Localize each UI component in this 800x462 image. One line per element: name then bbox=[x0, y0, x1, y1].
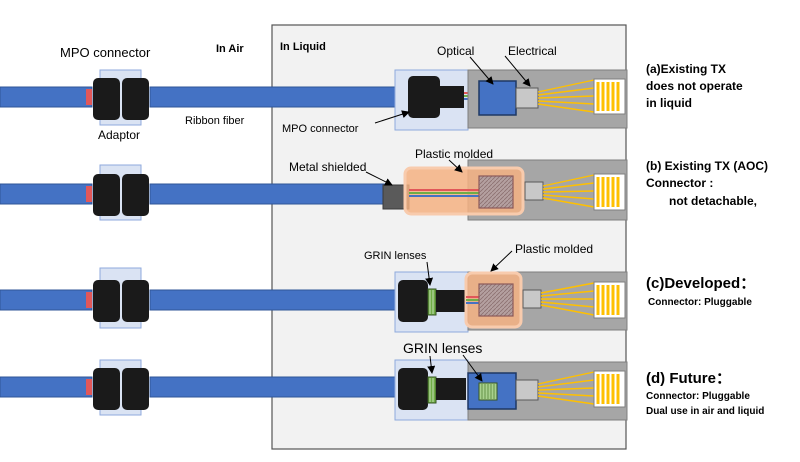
case-a-line-1: (a)Existing TX bbox=[646, 62, 726, 76]
case-d-text: (d) Future： Connector: Pluggable Dual us… bbox=[646, 370, 764, 417]
case-a-line-3: in liquid bbox=[646, 96, 692, 110]
ribbon-fiber-label: Ribbon fiber bbox=[185, 115, 245, 127]
electrical-label: Electrical bbox=[508, 44, 557, 58]
case-d-line-3: Dual use in air and liquid bbox=[646, 406, 764, 417]
row-d bbox=[0, 359, 628, 421]
arrow-mpo-connector bbox=[374, 110, 410, 124]
fiber-color-band-a bbox=[86, 89, 92, 105]
ferrule-a bbox=[440, 86, 464, 108]
case-b-line-3: not detachable, bbox=[669, 194, 757, 208]
mpo-connector-c bbox=[398, 280, 428, 322]
mpo-connector-label: MPO connector bbox=[60, 45, 151, 60]
mpo-plug-left-d bbox=[93, 368, 120, 410]
plastic-molded-b-label: Plastic molded bbox=[415, 147, 493, 161]
arrow-grin-lenses-d-right bbox=[462, 354, 483, 382]
metal-shielded-label: Metal shielded bbox=[289, 160, 366, 174]
mpo-connector-inner-label: MPO connector bbox=[282, 123, 359, 135]
in-air-label: In Air bbox=[216, 43, 244, 55]
row-a bbox=[0, 69, 628, 131]
arrow-plastic-molded-c bbox=[490, 250, 513, 272]
case-d-line-1: (d) Future： bbox=[646, 370, 731, 387]
fiber-left-b bbox=[0, 183, 93, 205]
case-b-text: (b) Existing TX (AOC) Connector : not de… bbox=[646, 159, 768, 208]
plastic-molded-c-label: Plastic molded bbox=[515, 242, 593, 256]
contact-pads-b bbox=[596, 177, 620, 207]
fiber-right-b bbox=[149, 183, 386, 205]
arrow-grin-lenses-d-left bbox=[427, 355, 436, 374]
row-c bbox=[0, 267, 628, 333]
electrical-chip-a bbox=[515, 87, 539, 109]
fiber-right-d bbox=[149, 376, 406, 398]
fiber-right-c bbox=[149, 289, 406, 311]
contact-pads-a bbox=[596, 82, 620, 111]
fiber-right-a bbox=[149, 86, 411, 108]
optical-label: Optical bbox=[437, 44, 474, 58]
arrow-grin-lenses-c bbox=[425, 261, 434, 286]
case-c-line-1: (c)Developed： bbox=[646, 275, 755, 292]
traces-d bbox=[537, 371, 595, 405]
arrow-optical bbox=[469, 56, 494, 85]
mpo-plug-right-c bbox=[122, 280, 149, 322]
mpo-plug-right-b bbox=[122, 174, 149, 216]
mpo-connector-a bbox=[408, 76, 440, 118]
mpo-plug-left-a bbox=[93, 78, 120, 120]
ferrule-d bbox=[436, 378, 466, 400]
contact-pads-c bbox=[596, 285, 620, 315]
arrow-electrical bbox=[504, 55, 531, 87]
mpo-plug-right-d bbox=[122, 368, 149, 410]
case-a-line-2: does not operate bbox=[646, 79, 743, 93]
case-b-line-2: Connector : bbox=[646, 176, 713, 190]
mpo-plug-left-b bbox=[93, 174, 120, 216]
grin-lenses-c-label: GRIN lenses bbox=[364, 250, 427, 262]
arrow-metal-shielded bbox=[365, 171, 393, 186]
row-b bbox=[0, 159, 628, 221]
ferrule-c bbox=[436, 290, 466, 312]
optical-chip-c bbox=[478, 283, 514, 317]
traces-c bbox=[540, 282, 595, 316]
case-b-line-1: (b) Existing TX (AOC) bbox=[646, 159, 768, 173]
contact-pads-d bbox=[596, 374, 620, 404]
traces-b bbox=[542, 174, 595, 208]
grin-lens-c bbox=[427, 288, 437, 316]
electrical-chip-b bbox=[524, 181, 544, 201]
grin-lens-d-connector bbox=[427, 376, 437, 404]
mpo-plug-right-a bbox=[122, 78, 149, 120]
case-a-text: (a)Existing TX does not operate in liqui… bbox=[646, 62, 743, 110]
adaptor-label: Adaptor bbox=[98, 128, 140, 142]
case-c-text: (c)Developed： Connector: Pluggable bbox=[646, 275, 755, 308]
case-d-line-2: Connector: Pluggable bbox=[646, 391, 750, 402]
traces-a bbox=[537, 79, 595, 113]
case-c-line-2: Connector: Pluggable bbox=[648, 297, 752, 308]
optical-chip-b bbox=[478, 175, 514, 209]
optical-chip-a bbox=[478, 80, 517, 116]
annotation-arrows bbox=[365, 55, 531, 382]
electrical-chip-c bbox=[522, 289, 542, 309]
arrow-plastic-molded-b bbox=[448, 159, 463, 173]
fiber-left-a bbox=[0, 86, 93, 108]
mpo-plug-left-c bbox=[93, 280, 120, 322]
electrical-chip-d bbox=[515, 379, 539, 401]
fiber-left-c bbox=[0, 289, 93, 311]
in-liquid-label: In Liquid bbox=[280, 41, 326, 53]
fiber-left-d bbox=[0, 376, 93, 398]
grin-lenses-d-label: GRIN lenses bbox=[403, 340, 482, 356]
mpo-connector-d bbox=[398, 368, 428, 410]
